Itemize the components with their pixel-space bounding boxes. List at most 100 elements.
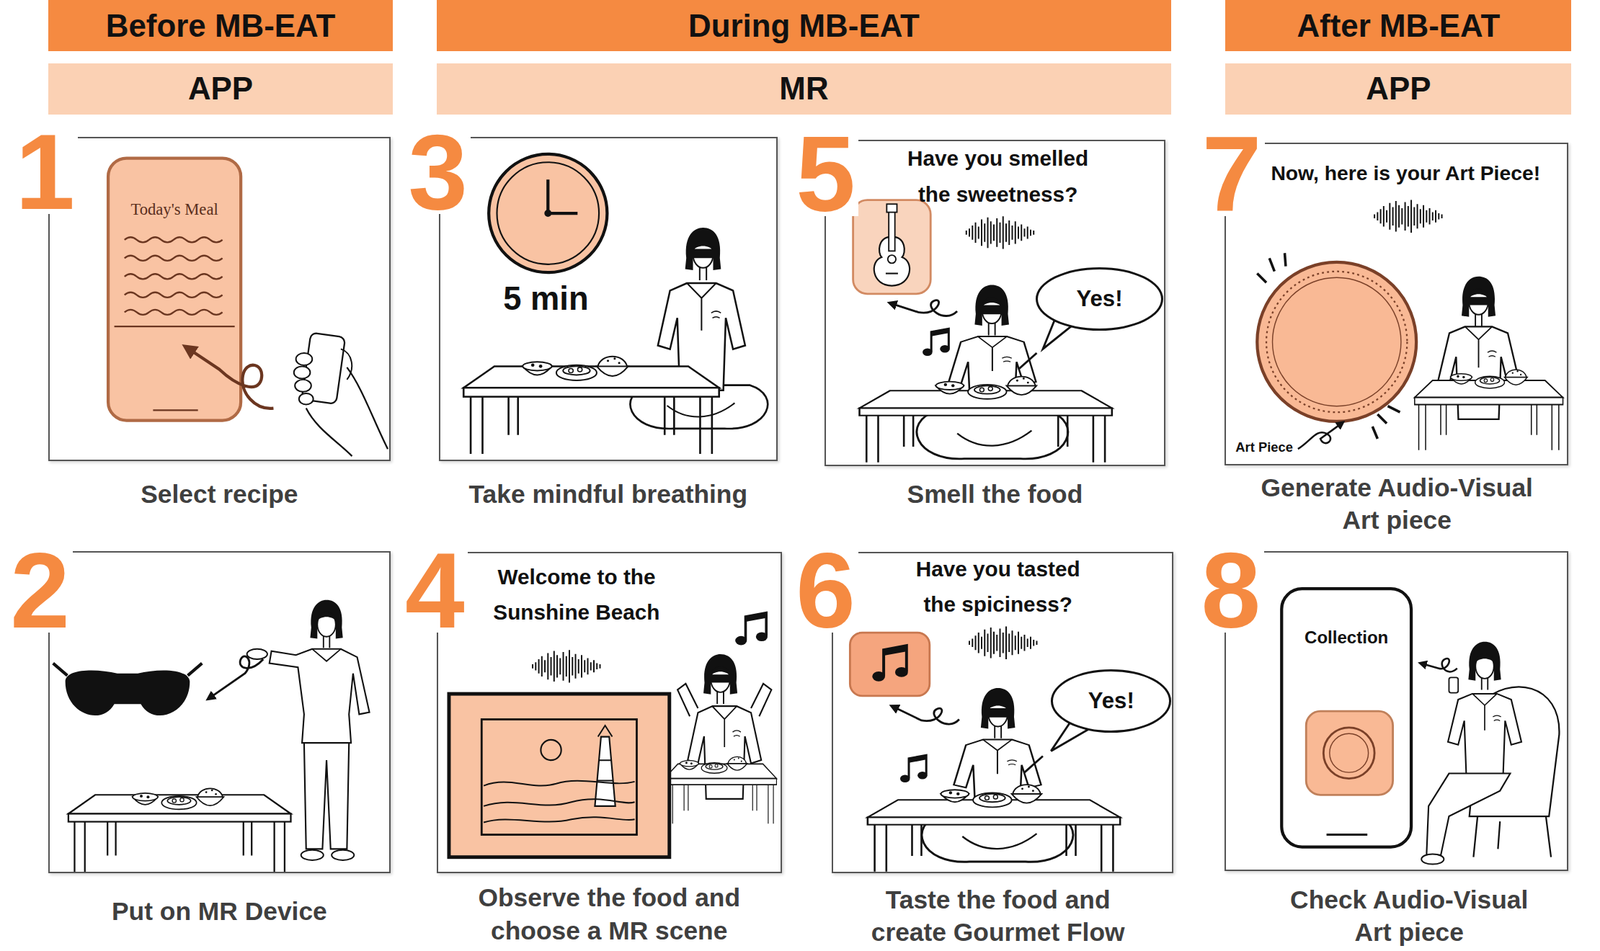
smell-drawing — [886, 203, 897, 212]
phase-band: During MB-EAT — [436, 0, 1172, 52]
smell-drawing — [885, 273, 899, 275]
smell-drawing — [890, 300, 958, 317]
prompt-text: Have you tasted the spiciness? — [900, 551, 1095, 623]
breathing-drawing — [463, 366, 719, 455]
collection-drawing — [1421, 854, 1444, 865]
art-piece-drawing — [1414, 380, 1564, 451]
phase-band: After MB-EAT — [1225, 0, 1572, 52]
step-panel: Welcome to the Sunshine BeachObserve the… — [436, 552, 782, 874]
collection-drawing — [1326, 833, 1368, 837]
taste-drawing — [900, 755, 928, 783]
mr-scene-drawing — [706, 674, 736, 683]
standing-woman — [309, 600, 343, 649]
mr-scene-drawing — [703, 654, 738, 705]
taste-drawing — [849, 627, 1120, 873]
standing-woman — [247, 649, 268, 660]
art-piece-drawing — [1256, 200, 1563, 451]
smell-drawing — [916, 410, 1069, 459]
smell-drawing — [966, 216, 1034, 249]
breathing-drawing — [522, 356, 628, 381]
step-caption: Generate Audio-Visual Art piece — [1249, 471, 1546, 537]
recipe-phone-drawing — [108, 158, 274, 421]
band-label: After MB-EAT — [1225, 6, 1572, 46]
device-band: MR — [436, 63, 1172, 115]
step-panel: Have you tasted the spiciness?Taste the … — [831, 552, 1174, 874]
mr-scene-drawing — [596, 725, 614, 781]
mr-scene-drawing — [735, 613, 768, 646]
art-piece-drawing — [1461, 276, 1496, 327]
taste-drawing — [1024, 756, 1043, 773]
smell-drawing — [1018, 353, 1037, 370]
prompt-text: Have you smelled the sweetness? — [900, 140, 1095, 212]
screen-text: Collection — [1281, 626, 1412, 649]
step-panel: Have you smelled the sweetness?Smell the… — [824, 139, 1166, 467]
reply-text: Yes! — [1052, 686, 1170, 716]
art-piece-drawing — [1464, 296, 1494, 305]
reply-text: Yes! — [1037, 284, 1162, 314]
band-label: APP — [1225, 69, 1572, 109]
collection-drawing — [1473, 816, 1551, 858]
collection-drawing — [1281, 588, 1559, 865]
speech-bubble: Yes! — [1035, 267, 1164, 331]
step-panel: Select recipeToday's Meal — [48, 136, 392, 462]
breathing-drawing — [488, 154, 607, 273]
mr-scene-drawing — [449, 694, 670, 858]
phase-band: Before MB-EAT — [48, 0, 394, 52]
taste-drawing — [980, 688, 1016, 739]
prompt-text: Now, here is your Art Piece! — [1244, 159, 1567, 189]
step-number: 2 — [7, 549, 74, 633]
collection-drawing — [1468, 642, 1501, 691]
art-label: Art Piece — [1232, 439, 1296, 457]
art-piece-drawing — [1272, 277, 1402, 406]
step-number: 8 — [1197, 549, 1265, 633]
step-caption: Check Audio-Visual Art piece — [1276, 883, 1542, 950]
smell-drawing — [853, 200, 932, 295]
hand-with-phone — [294, 379, 312, 393]
phone-screen: Today's Meal — [108, 157, 241, 421]
breathing-drawing — [687, 249, 718, 259]
art-piece-drawing — [1450, 369, 1528, 389]
collection-drawing — [1281, 588, 1412, 847]
speech-bubble: Yes! — [1050, 669, 1172, 733]
collection-drawing — [1447, 694, 1522, 777]
hand-with-phone — [299, 393, 314, 406]
mr-glasses-drawing — [53, 656, 292, 873]
step-caption: Smell the food — [824, 477, 1166, 511]
step-caption: Observe the food and choose a MR scene — [456, 881, 763, 948]
art-piece-drawing — [1298, 422, 1343, 450]
mr-scene-drawing — [680, 756, 748, 774]
mr-glasses-drawing — [208, 656, 264, 700]
hand-with-phone — [294, 366, 311, 379]
collection-drawing — [1305, 711, 1393, 795]
mr-glasses-drawing — [53, 663, 203, 677]
mr-scene-drawing — [532, 650, 600, 683]
standing-woman — [269, 649, 370, 744]
collection-drawing — [1420, 658, 1458, 672]
art-piece-drawing — [1266, 271, 1407, 413]
taste-drawing — [891, 706, 959, 725]
mr-scene-drawing — [449, 613, 777, 858]
step-caption: Taste the food and create Gourmet Flow — [860, 883, 1136, 950]
step-number: 7 — [1198, 132, 1265, 217]
device-band: APP — [48, 63, 394, 115]
standing-woman — [331, 850, 354, 861]
smell-drawing — [888, 210, 895, 252]
art-piece-drawing — [1256, 252, 1400, 439]
breathing-drawing — [547, 179, 578, 214]
breathing-drawing — [544, 209, 552, 217]
smell-drawing — [977, 304, 1007, 315]
mr-glasses-drawing — [65, 670, 191, 716]
collection-drawing — [1448, 677, 1459, 693]
step-panel: 5 minTake mindful breathing — [438, 136, 778, 462]
standing-woman — [312, 649, 341, 662]
step-caption: Take mindful breathing — [438, 477, 778, 511]
smell-drawing — [859, 390, 1113, 462]
band-label: APP — [48, 69, 394, 109]
breathing-drawing — [463, 154, 768, 455]
hand-with-phone — [294, 332, 388, 457]
breathing-drawing — [685, 227, 722, 281]
step-number: 3 — [405, 130, 472, 215]
taste-drawing — [983, 708, 1013, 718]
taste-drawing — [941, 784, 1043, 808]
step-caption: Put on MR Device — [48, 895, 392, 928]
